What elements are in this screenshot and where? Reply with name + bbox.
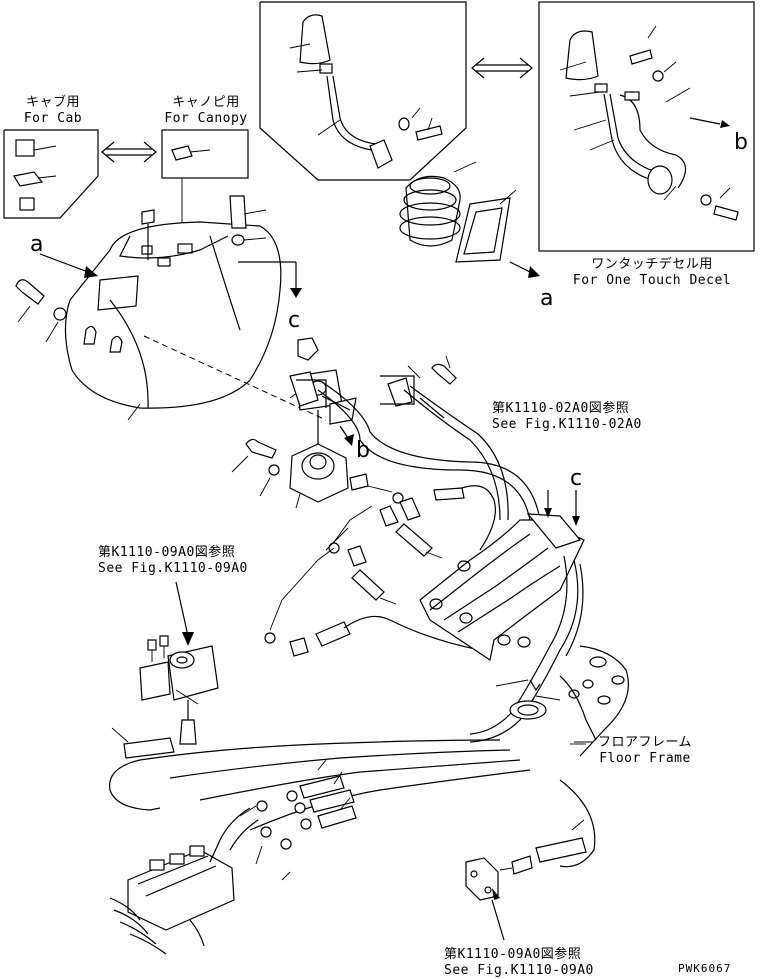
floor-frame-en: Floor Frame: [599, 751, 691, 766]
callout-a-left: a: [30, 232, 44, 257]
control-valve: [109, 800, 292, 955]
frame-bracket: [419, 490, 585, 661]
inset-lever-box: [259, 1, 467, 181]
drawing-number: PWK6067: [678, 962, 732, 975]
one-touch-label-en: For One Touch Decel: [572, 273, 732, 288]
ref-02a0-jp: 第K1110-02A0図参照: [492, 401, 630, 416]
solenoid-valve: [111, 581, 219, 759]
callout-c-right: c: [570, 466, 583, 491]
callout-b-right: b: [734, 130, 749, 155]
wiring-harness: [108, 555, 596, 868]
cab-label-en: For Cab: [23, 111, 83, 126]
console-housing: [64, 195, 282, 421]
floor-frame: [559, 645, 629, 757]
ref-02a0-en: See Fig.K1110-02A0: [492, 417, 642, 432]
floor-frame-jp: フロアフレーム: [597, 735, 693, 750]
canopy-label-jp: キャノピ用: [172, 95, 240, 110]
callout-a-right: a: [540, 286, 554, 311]
ppc-valve: [231, 337, 421, 567]
ref-09a0-top-en: See Fig.K1110-09A0: [98, 561, 248, 576]
ref-09a0-bottom-jp: 第K1110-09A0図参照: [444, 947, 582, 962]
ref-09a0-top-jp: 第K1110-09A0図参照: [98, 545, 236, 560]
swap-arrow-left: [101, 141, 157, 163]
one-touch-label-jp: ワンタッチデセル用: [591, 257, 713, 272]
callout-c-left: c: [288, 308, 301, 333]
ref-09a0-bottom-en: See Fig.K1110-09A0: [444, 963, 594, 978]
inset-decel-box: [538, 1, 755, 252]
bolt-left: [15, 279, 67, 343]
swap-arrow-top: [471, 57, 533, 79]
cab-box: [3, 129, 99, 219]
small-bracket: [465, 819, 587, 941]
canopy-label-en: For Canopy: [164, 111, 248, 126]
hoses: [264, 355, 541, 657]
boot-parts: [399, 161, 540, 278]
arrow-a-left: [39, 253, 89, 273]
callout-b-center: b: [356, 438, 371, 463]
cab-label-jp: キャブ用: [25, 95, 80, 110]
